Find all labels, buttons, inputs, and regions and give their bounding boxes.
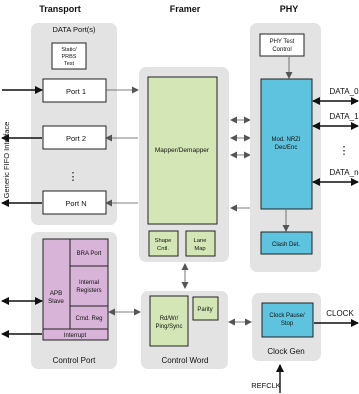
shape-control-line2: Cntl. xyxy=(157,246,169,252)
mapper-demapper-label: Mapper/Demapper xyxy=(155,147,210,154)
phy-test-control-line1: PHY Test xyxy=(270,39,295,45)
mod-nrzi-line1: Mod. NRZI xyxy=(271,137,300,143)
internal-registers-line2: Registers xyxy=(76,288,101,294)
static-prbs-test-block xyxy=(51,42,87,70)
parity-block xyxy=(192,296,219,321)
lane-map-block xyxy=(185,230,216,257)
data-ports-title: DATA Port(s) xyxy=(52,25,96,34)
shape-control-line1: Shape xyxy=(155,238,172,244)
ports-ellipsis: ⋮ xyxy=(68,171,79,183)
refclk-label: REFCLK xyxy=(251,381,281,390)
bra-port-block xyxy=(69,238,109,267)
cmd-reg-label: Cmd. Reg xyxy=(75,316,102,322)
control-port-title: Control Port xyxy=(53,356,96,365)
clock-pause-stop-block xyxy=(261,302,314,338)
clash-det-label: Clash Det. xyxy=(272,242,300,248)
header-framer: Framer xyxy=(170,4,201,14)
data0-label: DATA_0 xyxy=(329,87,359,96)
apb-slave-line2: Slave xyxy=(48,298,64,305)
parity-label: Parity xyxy=(197,307,212,313)
port-2-label: Port 2 xyxy=(66,134,86,143)
interrupt-label: Interrupt xyxy=(64,333,87,339)
transport-panel xyxy=(31,23,117,225)
phy-test-control-block xyxy=(259,33,305,57)
rd-wr-line2: Ping/Sync xyxy=(155,324,182,330)
data-ellipsis: ⋮ xyxy=(339,145,350,157)
control-word-title: Control Word xyxy=(162,356,209,365)
internal-registers-block xyxy=(69,265,109,307)
shape-control-block xyxy=(148,230,179,257)
static-prbs-line1: Static/ xyxy=(61,47,77,53)
internal-registers-line1: Internal xyxy=(79,280,99,286)
lane-map-line2: Map xyxy=(194,246,205,252)
clock-pause-line1: Clock Pause/ xyxy=(269,313,305,319)
rd-wr-line1: Rd/Wr/ xyxy=(160,316,179,322)
interrupt-block xyxy=(42,328,109,341)
mod-nrzi-block xyxy=(260,78,313,210)
port-1-label: Port 1 xyxy=(66,87,86,96)
port-n-label: Port N xyxy=(65,199,86,208)
datan-label: DATA_n xyxy=(329,168,358,177)
header-transport: Transport xyxy=(39,4,81,14)
mapper-demapper-block xyxy=(147,76,218,225)
phy-test-control-line2: Control xyxy=(272,47,291,53)
clock-gen-title: Clock Gen xyxy=(267,347,304,356)
mod-nrzi-line2: Dec/Enc xyxy=(275,145,298,151)
lane-map-line1: Lane xyxy=(194,238,207,244)
apb-slave-line1: APB xyxy=(50,290,63,297)
clash-det-block xyxy=(260,231,313,255)
clock-label: CLOCK xyxy=(326,309,354,318)
bra-port-label: BRA Port xyxy=(77,251,102,257)
rd-wr-ping-sync-block xyxy=(149,295,189,347)
port-1-block xyxy=(42,78,107,103)
static-prbs-line2: PRBS xyxy=(62,54,77,60)
generic-fifo-interface-label: Generic FIFO Interface xyxy=(2,122,11,199)
data1-label: DATA_1 xyxy=(329,112,359,121)
header-phy: PHY xyxy=(280,4,299,14)
clock-pause-line2: Stop xyxy=(281,321,294,327)
static-prbs-line3: Test xyxy=(64,61,75,67)
